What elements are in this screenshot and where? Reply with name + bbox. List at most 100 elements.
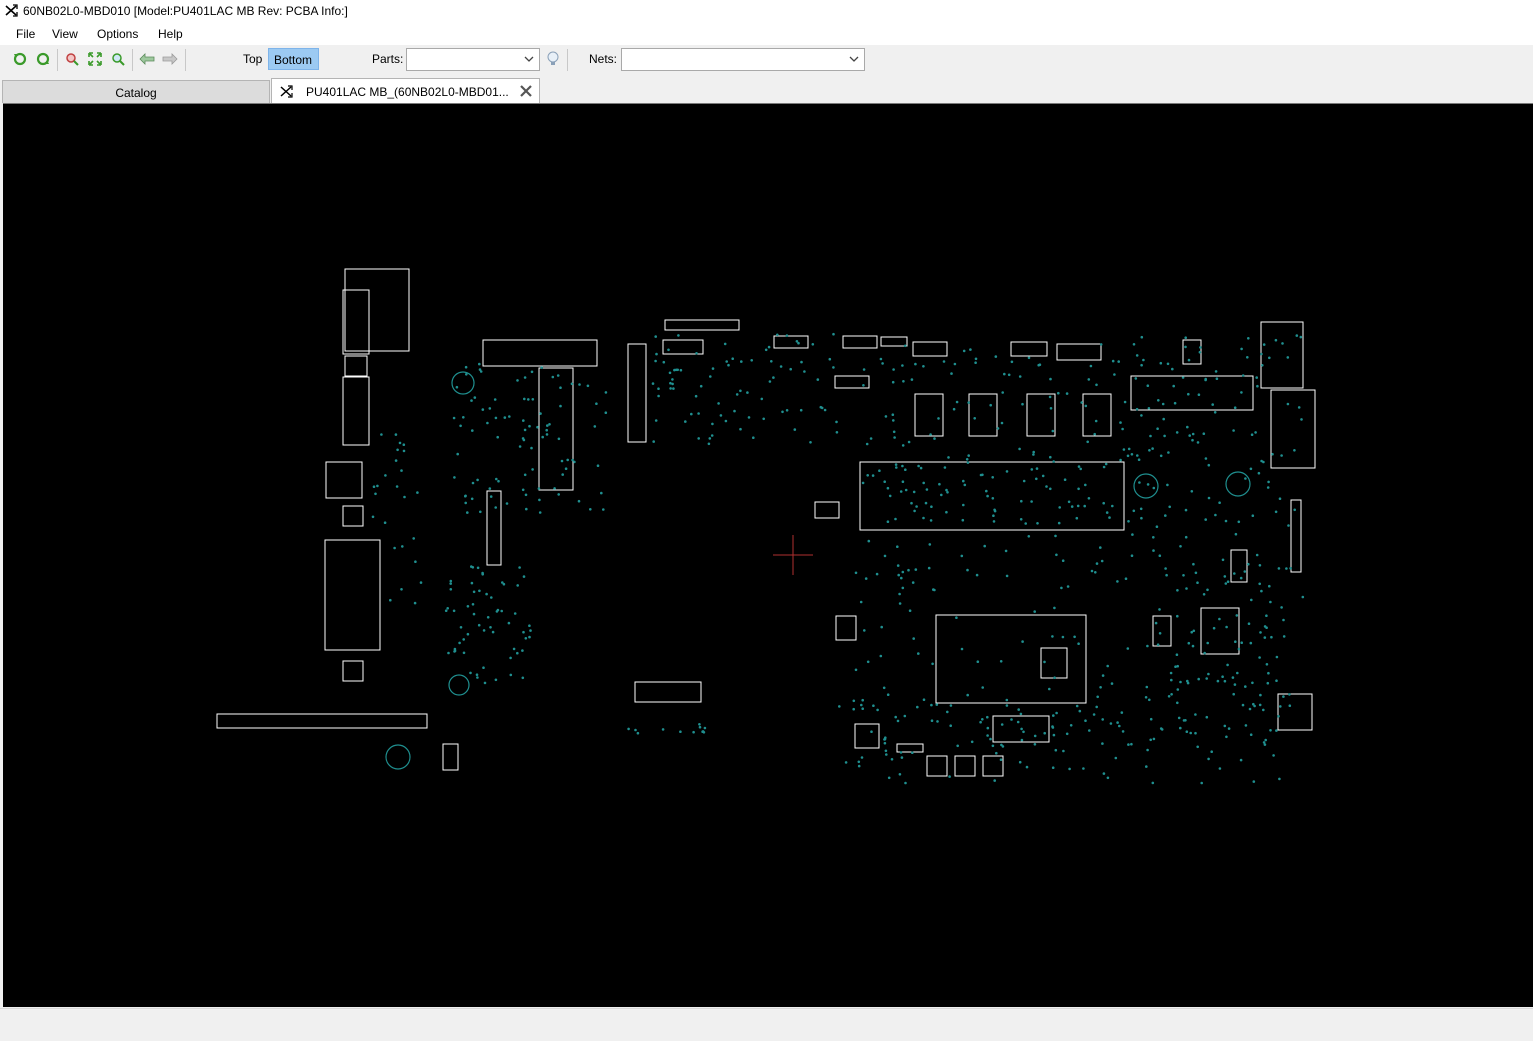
pad [1087, 378, 1091, 381]
pad [717, 402, 720, 405]
pad [901, 480, 905, 484]
pad [1249, 641, 1253, 645]
side-top-button[interactable]: Top [243, 52, 263, 66]
pad [449, 579, 453, 583]
pad [945, 488, 948, 492]
pad [1262, 343, 1266, 346]
back-arrow-icon[interactable] [139, 51, 155, 67]
part-outline [880, 336, 908, 347]
zoom-in-icon[interactable] [110, 51, 126, 67]
pad [930, 719, 934, 722]
pad [559, 404, 562, 408]
pad [1027, 356, 1031, 360]
pad [1077, 487, 1080, 491]
pad [901, 586, 905, 590]
pad [478, 368, 482, 371]
pad [593, 425, 597, 428]
parts-combobox[interactable] [406, 48, 540, 71]
pad [725, 360, 728, 363]
pad [470, 581, 474, 585]
pad [482, 629, 486, 632]
pad [899, 490, 903, 493]
tab-board-label: PU401LAC MB_(60NB02L0-MBD01... [306, 85, 509, 99]
side-bottom-button[interactable]: Bottom [268, 48, 319, 70]
rotate-left-icon[interactable] [12, 51, 28, 67]
pad [374, 492, 377, 496]
pad [752, 436, 755, 440]
pad [809, 441, 812, 444]
pad [1267, 480, 1270, 484]
pad [1213, 411, 1217, 414]
pad [1020, 738, 1024, 742]
pad [494, 678, 498, 682]
pad [1152, 486, 1156, 490]
pad [1215, 377, 1219, 381]
pad [989, 403, 992, 407]
pad [966, 693, 969, 697]
board-drawing[interactable] [3, 104, 1533, 1007]
pad [1265, 663, 1269, 666]
pad [793, 428, 797, 431]
pad [1110, 682, 1114, 685]
pad [573, 460, 576, 464]
pad [416, 491, 419, 494]
pad [1001, 391, 1004, 394]
pad [472, 590, 476, 594]
pad [522, 575, 526, 578]
forward-arrow-icon[interactable] [162, 51, 178, 67]
part-outline [1026, 393, 1056, 437]
pad [1058, 506, 1061, 509]
pad [1135, 407, 1139, 411]
pad [1181, 376, 1185, 379]
pad [1020, 727, 1023, 731]
pad [962, 503, 965, 507]
menu-file[interactable]: File [16, 27, 36, 41]
pad [707, 442, 711, 446]
pad [1048, 395, 1052, 399]
tab-board[interactable]: PU401LAC MB_(60NB02L0-MBD01... [271, 78, 540, 103]
pad [965, 458, 969, 461]
pad [854, 571, 858, 575]
pad [1232, 429, 1235, 432]
pad [948, 775, 951, 778]
pad [933, 437, 936, 440]
lightbulb-icon[interactable] [545, 51, 561, 67]
pad [536, 425, 539, 429]
rotate-right-icon[interactable] [35, 51, 51, 67]
pad [1285, 567, 1288, 570]
pad [1214, 370, 1218, 373]
pad [816, 378, 820, 381]
pad [561, 473, 564, 476]
part-outline [912, 341, 948, 357]
pad [1033, 610, 1036, 613]
pad [1192, 629, 1196, 633]
pad [992, 520, 996, 523]
menu-options[interactable]: Options [97, 27, 139, 41]
pad [1151, 781, 1155, 785]
menu-help[interactable]: Help [158, 27, 183, 41]
close-icon[interactable] [519, 84, 533, 98]
pad [898, 602, 902, 605]
fit-board-icon[interactable] [87, 51, 103, 67]
pad [1068, 767, 1071, 771]
pad [1123, 400, 1127, 404]
toolbar-separator [567, 49, 568, 71]
pad [1287, 524, 1290, 527]
pad [1052, 460, 1055, 463]
pad [739, 427, 742, 431]
part-outline [1290, 499, 1302, 573]
nets-combobox[interactable] [621, 48, 865, 71]
pad [902, 380, 905, 383]
pad [1177, 716, 1181, 720]
board-view[interactable] [3, 103, 1533, 1007]
part-outline [342, 289, 370, 355]
pad [1049, 377, 1052, 381]
pad [867, 539, 871, 543]
pad [1083, 504, 1086, 508]
tab-catalog[interactable]: Catalog [2, 80, 270, 103]
zoom-out-icon[interactable] [64, 51, 80, 67]
pad [453, 647, 457, 651]
pad [1262, 741, 1266, 744]
menu-view[interactable]: View [52, 27, 78, 41]
pad [1212, 626, 1216, 630]
